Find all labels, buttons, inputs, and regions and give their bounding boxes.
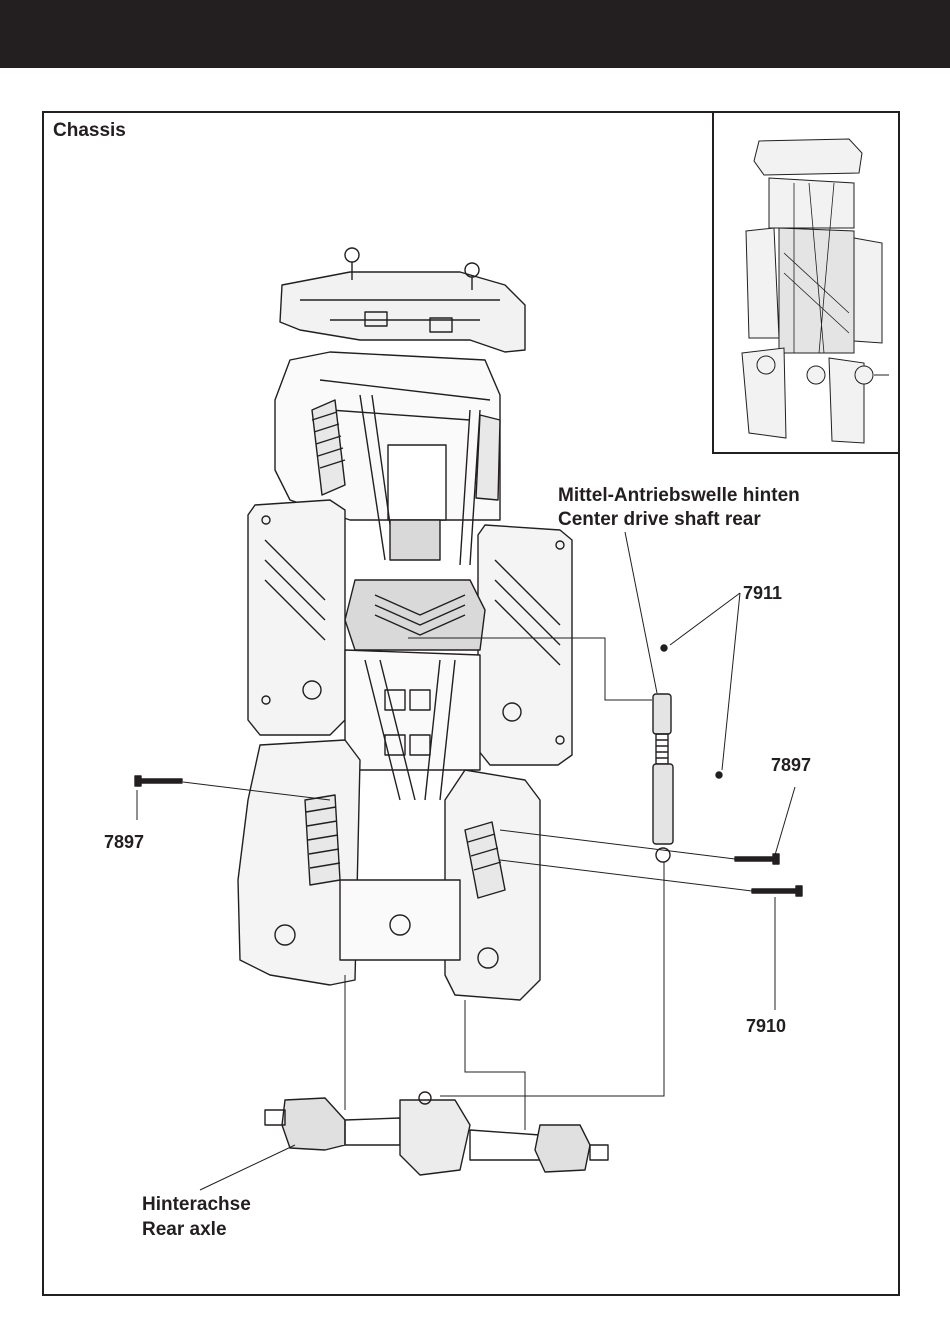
center-drive-shaft-label-de: Mittel-Antriebswelle hinten [558, 484, 800, 507]
rear-axle [265, 1092, 608, 1175]
part-number-7897-right: 7897 [771, 754, 811, 777]
center-skid [345, 520, 485, 650]
part-number-7910: 7910 [746, 1015, 786, 1038]
center-drive-shaft-label-en: Center drive shaft rear [558, 508, 761, 531]
overview-inset [712, 113, 898, 454]
center-drive-shaft [653, 645, 722, 862]
screw-7897-right [735, 854, 779, 864]
rear-axle-label-en: Rear axle [142, 1218, 227, 1241]
front-bumper [280, 248, 525, 352]
part-number-7911: 7911 [743, 582, 782, 605]
screw-7897-left [135, 776, 182, 786]
side-plate-left [248, 500, 345, 735]
front-right-shock [476, 415, 500, 500]
rear-left-shock [305, 795, 340, 885]
rear-axle-label-de: Hinterachse [142, 1193, 251, 1216]
overview-drawing [714, 113, 898, 452]
screw-7910 [752, 886, 802, 896]
front-chassis [275, 352, 500, 520]
side-plate-right [478, 525, 572, 765]
part-number-7897-left: 7897 [104, 831, 144, 854]
